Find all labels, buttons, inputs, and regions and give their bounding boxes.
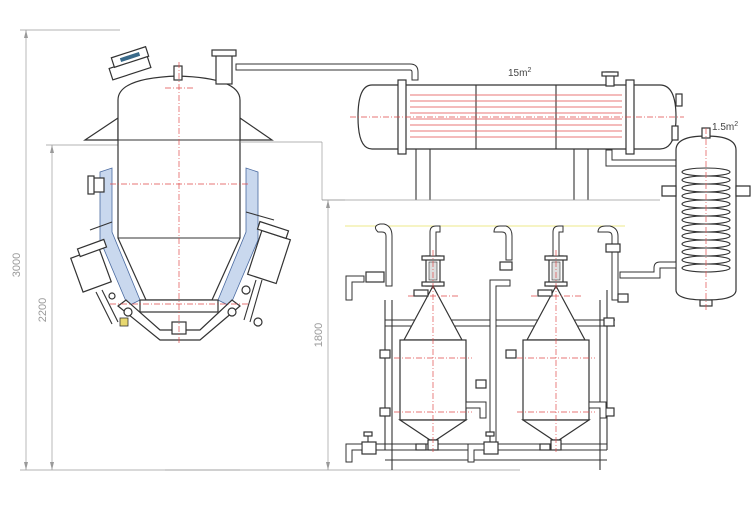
drain-valves (345, 431, 551, 463)
cooler-area-label: 1.5m2 (712, 121, 738, 133)
dimension-lines: 3000 2200 1800 (11, 29, 520, 471)
condenser-tubes (410, 94, 622, 138)
condenser-area-label: 15m2 (508, 67, 531, 79)
separator-2 (489, 225, 629, 452)
dimension-separator-height: 1800 (313, 323, 325, 347)
coil-cooler: 1.5m2 (605, 121, 751, 310)
separator-1 (345, 223, 487, 452)
condenser: 15m2 (322, 67, 684, 201)
dimension-extractor-height: 2200 (37, 298, 49, 322)
extraction-tank (69, 45, 292, 345)
dimension-total-height: 3000 (11, 253, 23, 277)
vapor-pipe (235, 63, 419, 200)
